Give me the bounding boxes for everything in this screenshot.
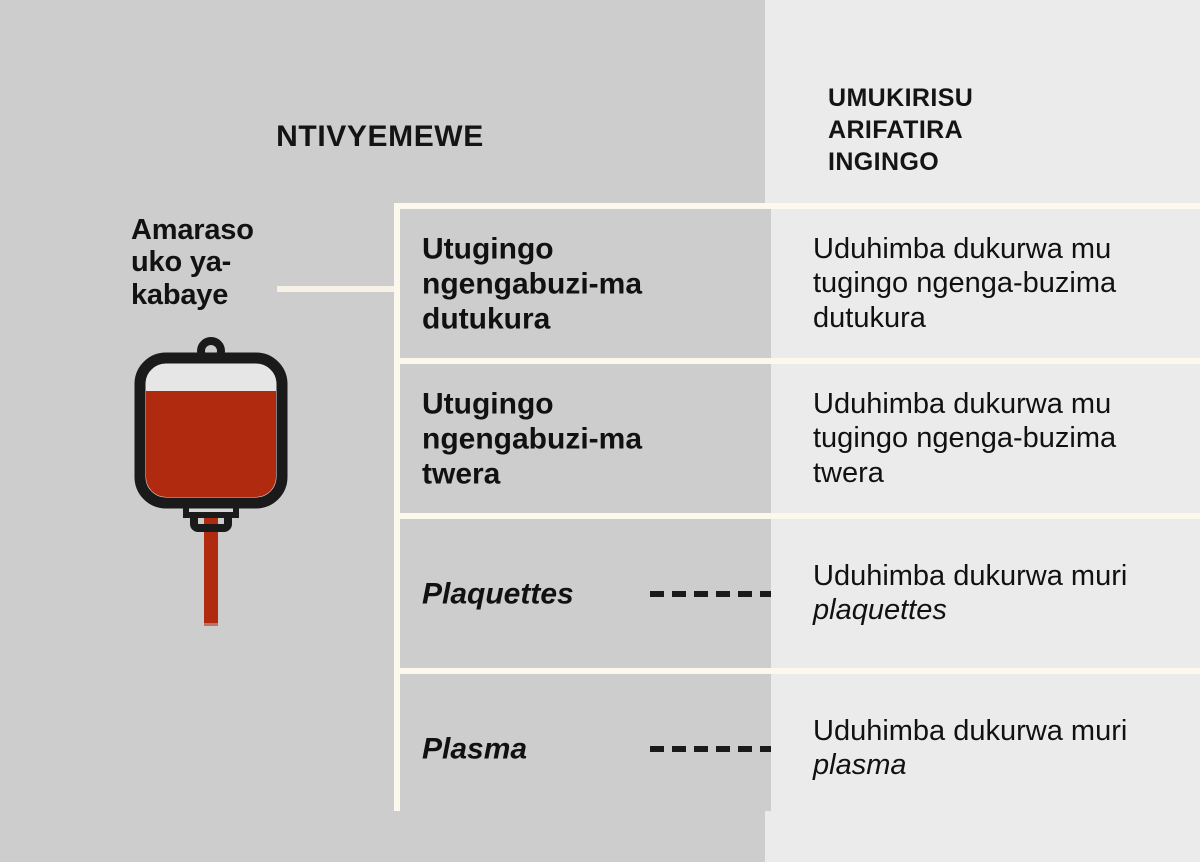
table-cell-component: Utugingo ngengabuzi-ma twera (400, 364, 771, 513)
bottom-background-strip (0, 811, 1200, 862)
source-label-line3: kabaye (131, 278, 229, 311)
table-row: Utugingo ngengabuzi-ma twera Uduhimba du… (400, 364, 1200, 513)
component-label: Plasma (422, 731, 528, 765)
column-header-right-line2: ARIFATIRA (828, 116, 964, 144)
column-header-right-line1: UMUKIRISU (828, 84, 974, 112)
table-cell-recipient: Uduhimba dukurwa mu tugingo ngenga-buzim… (771, 209, 1200, 358)
source-label-line1: Amaraso (131, 214, 254, 246)
column-header-right: UMUKIRISU ARIFATIRA INGINGO (828, 82, 1188, 178)
bottom-strip-right (765, 811, 1200, 862)
component-label: Utugingo ngengabuzi-ma dutukura (422, 231, 643, 336)
source-connector-line (277, 286, 399, 292)
recipient-label: Uduhimba dukurwa muri plaquettes (813, 559, 1128, 627)
bottom-strip-left (0, 811, 765, 862)
blood-bag-icon (126, 336, 296, 636)
component-label: Utugingo ngengabuzi-ma twera (422, 386, 643, 491)
source-label: Amaraso uko ya- kabaye (131, 214, 311, 311)
recipient-label: Uduhimba dukurwa mu tugingo ngenga-buzim… (813, 232, 1117, 334)
table-row: Plaquettes Uduhimba dukurwa muri plaquet… (400, 519, 1200, 668)
recipient-label: Uduhimba dukurwa mu tugingo ngenga-buzim… (813, 387, 1117, 489)
component-label: Plaquettes (422, 576, 574, 610)
table-row: Plasma Uduhimba dukurwa muri plasma (400, 674, 1200, 823)
comparison-table: Utugingo ngengabuzi-ma dutukura Uduhimba… (394, 203, 1200, 823)
table-row: Utugingo ngengabuzi-ma dutukura Uduhimba… (400, 209, 1200, 358)
table-cell-recipient: Uduhimba dukurwa muri plasma (771, 674, 1200, 823)
row-dash-connector (650, 590, 800, 597)
column-header-left: NTIVYEMEWE (276, 120, 484, 153)
source-label-line2: uko ya- (131, 246, 232, 279)
table-cell-component: Utugingo ngengabuzi-ma dutukura (400, 209, 771, 358)
table-cell-recipient: Uduhimba dukurwa mu tugingo ngenga-buzim… (771, 364, 1200, 513)
row-dash-connector (650, 745, 800, 752)
table-cell-recipient: Uduhimba dukurwa muri plaquettes (771, 519, 1200, 668)
column-header-right-line3: INGINGO (828, 148, 940, 176)
recipient-label: Uduhimba dukurwa muri plasma (813, 714, 1128, 782)
